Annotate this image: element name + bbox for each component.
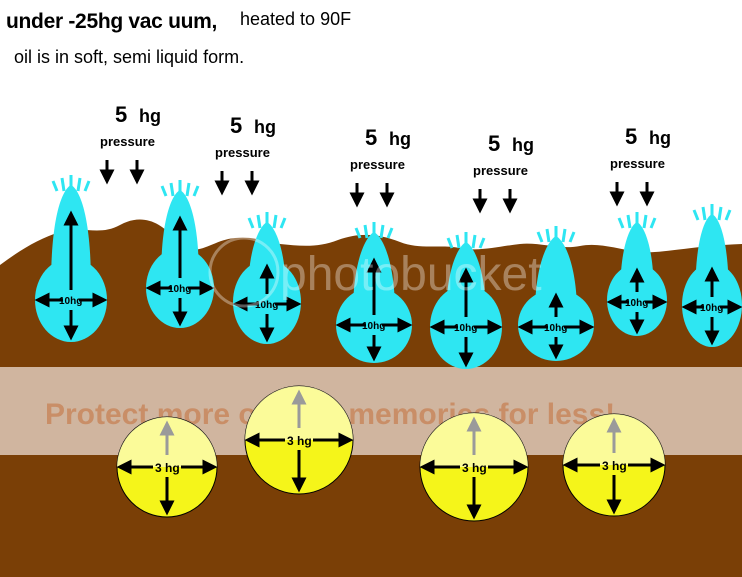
oil-splash <box>60 177 66 192</box>
oil-splash <box>354 227 362 239</box>
gas-pressure-label: 3 hg <box>462 461 487 475</box>
pressure-value: 5 <box>115 102 127 127</box>
gas-pressure-label: 3 hg <box>155 461 180 475</box>
pressure-unit: hg <box>389 129 411 149</box>
oil-splash <box>536 231 544 243</box>
oil-pressure-label: 10hg <box>454 323 477 334</box>
oil-splash <box>379 224 385 239</box>
caption-heat: heated to 90F <box>240 9 352 29</box>
oil-splash <box>76 177 82 192</box>
oil-pressure-label: 10hg <box>168 284 191 295</box>
oil-splash <box>185 182 191 197</box>
oil-splash <box>701 206 707 221</box>
oil-pressure-label: 10hg <box>59 296 82 307</box>
photobucket-logo: photobucket <box>208 236 542 308</box>
gas-bubble: 3 hg <box>116 416 218 518</box>
pressure-label: 5 hg pressure <box>473 131 534 178</box>
oil-splash <box>617 217 625 229</box>
oil-body <box>518 289 594 361</box>
oil-bubble: 10hg <box>606 212 668 336</box>
pressure-word: pressure <box>350 157 405 172</box>
pressure-unit: hg <box>254 117 276 137</box>
oil-body <box>233 260 301 344</box>
pressure-word: pressure <box>610 156 665 171</box>
oil-splash <box>471 234 477 249</box>
oil-body <box>35 258 107 342</box>
pressure-label: 5 hg pressure <box>100 102 161 149</box>
oil-splash <box>692 209 700 221</box>
pressure-value: 5 <box>230 113 242 138</box>
oil-bubble: 10hg <box>34 175 108 342</box>
oil-pressure-label: 10hg <box>700 303 723 314</box>
pressure-label: 5 hg pressure <box>350 125 411 172</box>
oil-splash <box>169 182 175 197</box>
pressure-word: pressure <box>100 134 155 149</box>
oil-splash <box>717 206 723 221</box>
oil-splash <box>160 185 168 197</box>
photobucket-logo-text: photobucket <box>280 248 542 301</box>
oil-splash <box>279 217 287 229</box>
oil-body <box>336 287 412 363</box>
pressure-value: 5 <box>365 125 377 150</box>
oil-body <box>146 248 214 328</box>
oil-pressure-label: 10hg <box>544 323 567 334</box>
gas-bubble: 3 hg <box>419 412 529 522</box>
oil-pressure-label: 10hg <box>255 300 278 311</box>
oil-bubble: 10hg <box>517 226 595 361</box>
pressure-label: 5 hg pressure <box>610 124 671 171</box>
oil-splash <box>568 231 576 243</box>
gas-bubble: 3 hg <box>562 413 666 517</box>
oil-splash <box>478 237 486 249</box>
pressure-word: pressure <box>473 163 528 178</box>
oil-pressure-label: 10hg <box>625 298 648 309</box>
oil-body <box>430 285 502 369</box>
oil-bubble: 10hg <box>145 180 215 328</box>
oil-splash <box>724 209 732 221</box>
oil-splash <box>455 234 461 249</box>
pressure-unit: hg <box>512 135 534 155</box>
pressure-unit: hg <box>649 128 671 148</box>
oil-splash <box>363 224 369 239</box>
gas-bubble: 3 hg <box>244 385 354 495</box>
oil-bubble: 10hg <box>429 232 503 369</box>
oil-splash <box>192 185 200 197</box>
oil-splash <box>561 228 567 243</box>
pressure-value: 5 <box>625 124 637 149</box>
caption-oil-state: oil is in soft, semi liquid form. <box>14 47 245 67</box>
oil-splash <box>649 217 657 229</box>
oil-splash <box>626 214 632 229</box>
oil-splash <box>642 214 648 229</box>
oil-splash <box>247 217 255 229</box>
oil-splash <box>256 214 262 229</box>
oil-body <box>607 264 667 336</box>
pressure-label: 5 hg pressure <box>215 113 276 160</box>
oil-splash <box>83 180 91 192</box>
pressure-word: pressure <box>215 145 270 160</box>
pressure-unit: hg <box>139 106 161 126</box>
oil-splash <box>386 227 394 239</box>
oil-bubble: 10hg <box>681 204 742 347</box>
oil-bubble: 10hg <box>335 222 413 363</box>
oil-splash <box>51 180 59 192</box>
gas-pressure-label: 3 hg <box>602 459 627 473</box>
oil-splash <box>272 214 278 229</box>
gas-pressure-label: 3 hg <box>287 434 312 448</box>
oil-bubble: 10hg <box>232 212 302 344</box>
oil-splash <box>545 228 551 243</box>
caption-vacuum: under -25hg vac uum, <box>6 10 218 33</box>
oil-pressure-label: 10hg <box>362 321 385 332</box>
oil-body <box>682 263 742 347</box>
pressure-value: 5 <box>488 131 500 156</box>
oil-splash <box>446 237 454 249</box>
